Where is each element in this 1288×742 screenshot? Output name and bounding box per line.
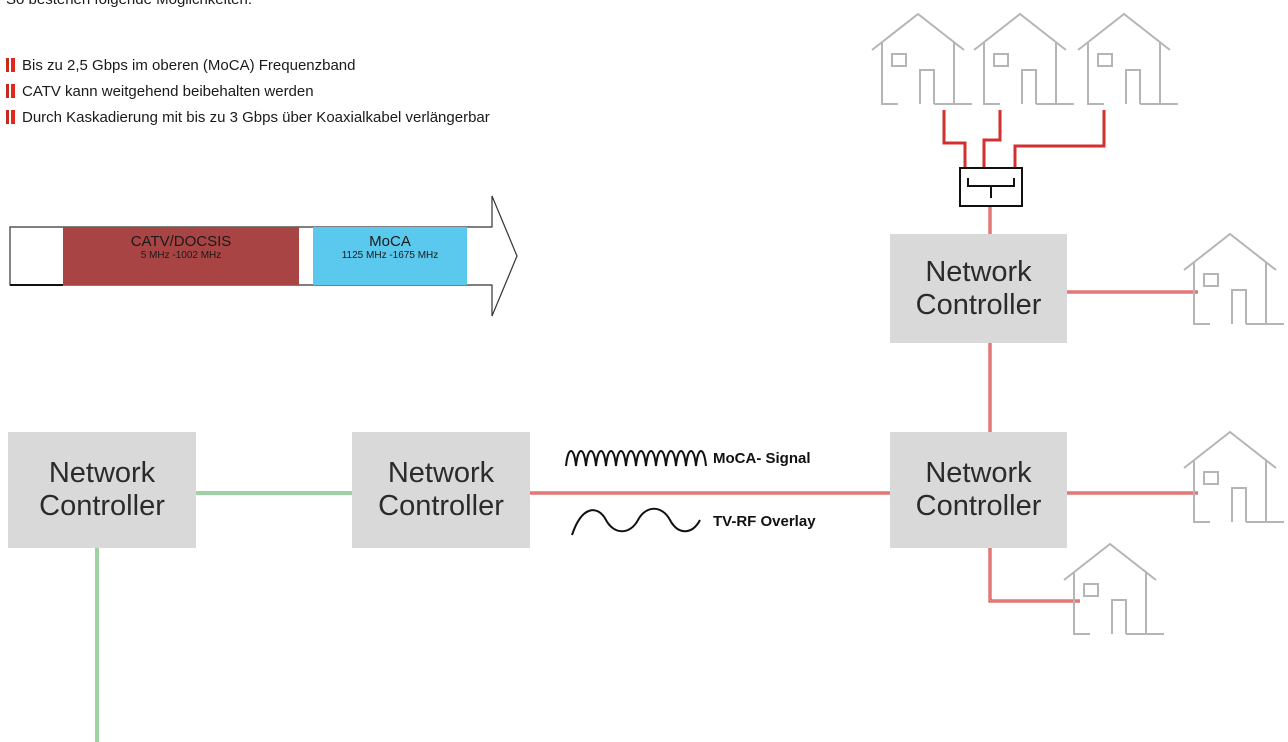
node-label-line-1: Network (925, 255, 1032, 288)
network-controller-left: Network Controller (8, 432, 196, 548)
feature-item-2: CATV kann weitgehend beibehalten werden (6, 78, 490, 104)
node-label-line-1: Network (48, 457, 156, 489)
node-label-line-2: Controller (378, 490, 504, 522)
bullet-bars-icon (6, 58, 18, 72)
bullet-bars-icon (6, 84, 18, 98)
feature-text: Durch Kaskadierung mit bis zu 3 Gbps übe… (22, 108, 490, 126)
bullet-bars-icon (6, 110, 18, 124)
catv-band-name: CATV/DOCSIS (130, 233, 232, 250)
house-icon-right-2 (1183, 431, 1285, 523)
node-label-line-2: Controller (915, 490, 1042, 522)
moca-signal-wave-icon (565, 450, 707, 467)
node-label-line-1: Network (925, 457, 1032, 489)
tv-rf-overlay-label: TV-RF Overlay (713, 513, 816, 530)
catv-band-range: 5 MHz -1002 MHz (140, 250, 222, 261)
house-icon-top-2 (973, 13, 1075, 105)
splitter-box (959, 167, 1023, 207)
moca-band-range: 1125 MHz -1675 MHz (341, 250, 439, 261)
network-controller-middle: Network Controller (352, 432, 530, 548)
feature-item-1: Bis zu 2,5 Gbps im oberen (MoCA) Frequen… (6, 52, 490, 78)
catv-band-label: CATV/DOCSIS 5 MHz -1002 MHz (63, 234, 299, 261)
house-icon-top-1 (871, 13, 973, 105)
moca-band (313, 227, 467, 285)
node-label-line-1: Network (387, 457, 495, 489)
feature-text: Bis zu 2,5 Gbps im oberen (MoCA) Frequen… (22, 56, 356, 74)
node-label-line-2: Controller (915, 288, 1042, 321)
catv-band (63, 227, 299, 285)
house-icon-top-3 (1077, 13, 1179, 105)
intro-text: So bestehen folgende Möglichkeiten: (6, 0, 252, 9)
moca-band-label: MoCA 1125 MHz -1675 MHz (313, 234, 467, 261)
house-icon-bottom (1063, 543, 1165, 635)
tv-rf-wave-icon (571, 507, 701, 536)
frequency-spectrum-arrow (9, 195, 518, 317)
house-icon-right-1 (1183, 233, 1285, 325)
feature-text: CATV kann weitgehend beibehalten werden (22, 82, 314, 100)
feature-item-3: Durch Kaskadierung mit bis zu 3 Gbps übe… (6, 104, 490, 130)
feature-list: Bis zu 2,5 Gbps im oberen (MoCA) Frequen… (6, 52, 490, 130)
network-controller-right-bottom: Network Controller (890, 432, 1067, 548)
moca-band-name: MoCA (369, 233, 411, 250)
network-controller-right-top: Network Controller (890, 234, 1067, 343)
moca-signal-label: MoCA- Signal (713, 450, 811, 467)
node-label-line-2: Controller (39, 490, 165, 522)
red-links (530, 110, 1198, 603)
